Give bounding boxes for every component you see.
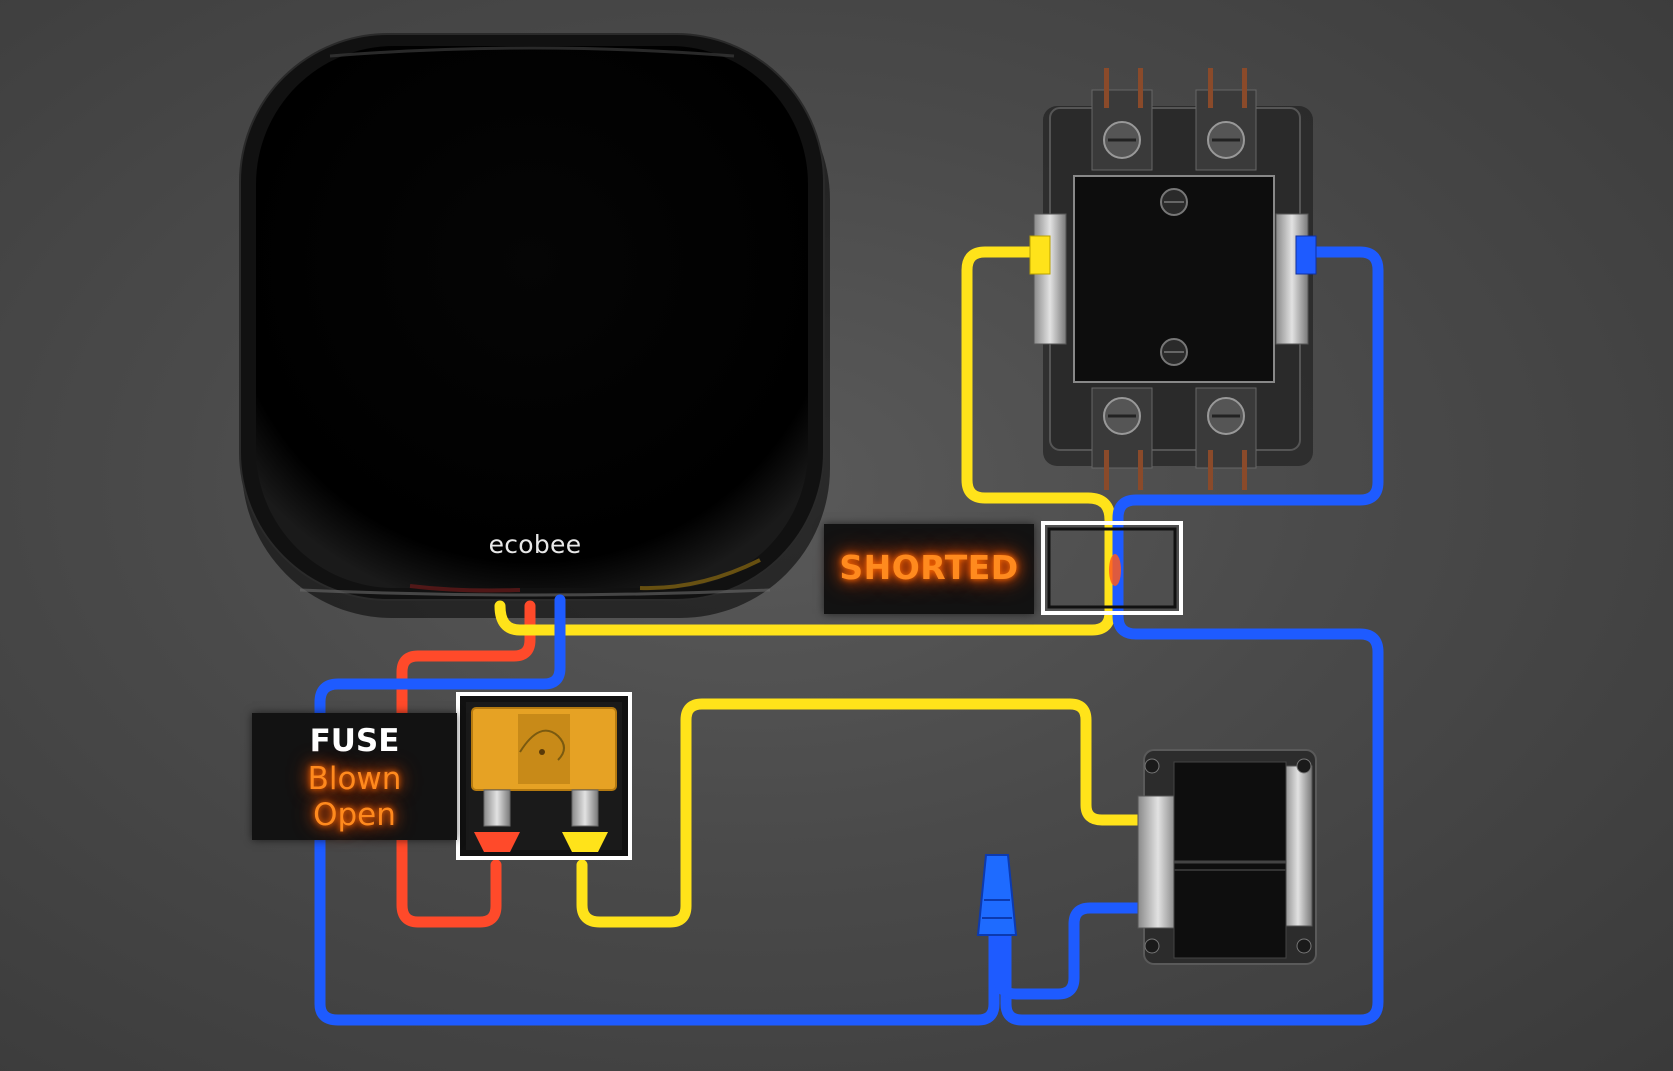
shorted-highlight-frame bbox=[1041, 521, 1183, 615]
thermostat bbox=[239, 33, 830, 618]
shorted-label: SHORTED bbox=[824, 524, 1034, 614]
contactor bbox=[1029, 68, 1317, 490]
short-spark bbox=[1109, 554, 1121, 586]
transformer bbox=[1137, 749, 1317, 965]
thermostat-brand-logo: ecobee bbox=[488, 530, 582, 559]
fuse-label: FUSE Blown Open bbox=[252, 713, 457, 840]
fuse-status-line1: Blown bbox=[307, 761, 402, 797]
fuse-status-line2: Open bbox=[313, 797, 396, 833]
wire-nut bbox=[976, 854, 1018, 936]
shorted-text: SHORTED bbox=[839, 548, 1019, 587]
fuse bbox=[456, 692, 632, 860]
blue-wire bbox=[314, 246, 1384, 1026]
yellow-wire bbox=[494, 246, 1148, 928]
fuse-title: FUSE bbox=[309, 723, 400, 759]
